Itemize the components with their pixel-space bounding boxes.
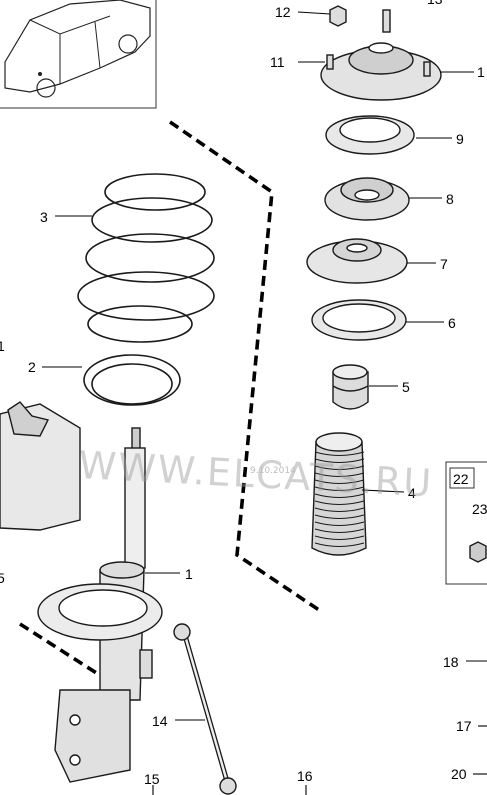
bump-stop-5 xyxy=(332,364,369,410)
boot-rib xyxy=(314,451,365,456)
callout-5: 5 xyxy=(402,379,410,395)
top-mount xyxy=(320,9,442,101)
boot-rib xyxy=(314,528,365,533)
boot-rib xyxy=(314,521,365,526)
boot-rib xyxy=(314,465,365,470)
boot-rib xyxy=(314,472,365,477)
callout-17: 17 xyxy=(456,718,472,734)
assembly-bracket-left xyxy=(168,120,324,614)
callout-8: 8 xyxy=(446,191,454,207)
boot-rib xyxy=(314,479,365,484)
callout-9: 9 xyxy=(456,131,464,147)
callout-7: 7 xyxy=(440,256,448,272)
spring-pad-7 xyxy=(306,238,408,284)
callout-13: 13 xyxy=(427,0,443,7)
lower-isolator-2 xyxy=(83,354,181,406)
callout-6: 6 xyxy=(448,315,456,331)
callout-2: 2 xyxy=(28,359,36,375)
boot-rib xyxy=(314,514,365,519)
callout-15: 15 xyxy=(144,771,160,787)
callout-14: 14 xyxy=(152,713,168,729)
callout-1-left: 1 xyxy=(0,338,5,354)
callout-12: 12 xyxy=(275,4,291,20)
dust-boot-4 xyxy=(311,432,367,556)
callout-18: 18 xyxy=(443,654,459,670)
detail-box-22 xyxy=(445,461,487,585)
spring-seat-8 xyxy=(324,177,410,221)
boot-rib xyxy=(314,535,365,540)
watermark-date: 9.10.2014 xyxy=(250,466,296,476)
boot-rib xyxy=(314,458,365,463)
bearing-9 xyxy=(325,115,415,155)
vehicle-inset xyxy=(0,0,157,109)
callout-1-top: 1 xyxy=(477,64,485,80)
callout-4: 4 xyxy=(408,485,416,501)
boot-rib xyxy=(314,507,365,512)
callout-5-left: 5 xyxy=(0,570,5,586)
callout-23: 23 xyxy=(472,501,487,517)
callout-16: 16 xyxy=(297,768,313,784)
callout-20: 20 xyxy=(451,766,467,782)
strut-1 xyxy=(37,427,163,783)
leader-lines xyxy=(42,11,487,795)
boot-rib xyxy=(314,542,365,547)
boot-rib xyxy=(314,486,365,491)
stabilizer-link-14 xyxy=(173,623,237,795)
callout-3: 3 xyxy=(40,209,48,225)
callout-22: 22 xyxy=(453,471,469,487)
callout-1: 1 xyxy=(185,566,193,582)
nut-12 xyxy=(329,5,347,27)
coil-spring-3 xyxy=(77,173,215,343)
insulator-6 xyxy=(311,299,407,341)
boot-rib xyxy=(314,493,365,498)
partial-mount-left xyxy=(0,401,81,531)
callout-11: 11 xyxy=(270,54,285,70)
boot-rib xyxy=(314,500,365,505)
